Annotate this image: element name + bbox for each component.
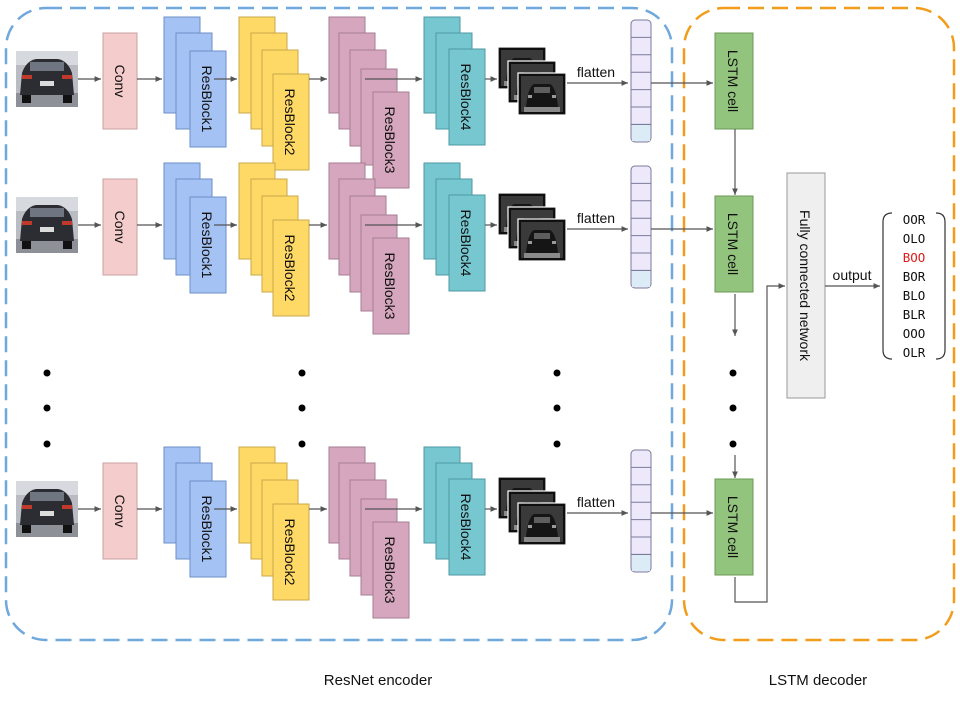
ellipsis-dots (43, 369, 737, 448)
resblock1-layer (189, 480, 227, 578)
resblock2-label: ResBlock2 (282, 235, 298, 302)
output-brace-right (935, 212, 946, 360)
lstm-cell-label: LSTM cell (725, 213, 741, 275)
output-item: OOO (903, 326, 926, 341)
conv-block (102, 32, 138, 130)
output-item: OOR (903, 212, 926, 227)
flatten-label: flatten (577, 210, 615, 226)
input-car-image (16, 197, 78, 253)
decoder-border (682, 6, 956, 642)
resblock4-label: ResBlock4 (458, 494, 474, 561)
resblock3-label: ResBlock3 (382, 537, 398, 604)
resblock4-layer (448, 48, 486, 146)
lstm-cell (714, 195, 754, 293)
encoder-caption: ResNet encoder (324, 672, 432, 689)
resblock2-layer (272, 73, 310, 171)
resblock4-layer (448, 478, 486, 576)
resblock1-label: ResBlock1 (199, 212, 215, 279)
output-item: BOR (903, 269, 926, 284)
resblock3-label: ResBlock3 (382, 107, 398, 174)
resblock2-layer (272, 219, 310, 317)
resblock3-layer (372, 91, 410, 189)
resblock2-layer (272, 503, 310, 601)
resblock2-label: ResBlock2 (282, 89, 298, 156)
conv-label: Conv (112, 495, 128, 528)
resblock1-layer (189, 50, 227, 148)
conv-block (102, 178, 138, 276)
output-item: BLR (903, 307, 926, 322)
output-item: OLR (903, 345, 926, 360)
flattened-vector (630, 449, 652, 573)
flattened-vector (630, 165, 652, 289)
output-item: BLO (903, 288, 926, 303)
feature-maps (497, 192, 567, 262)
resblock4-layer (448, 194, 486, 292)
resblock1-label: ResBlock1 (199, 496, 215, 563)
feature-maps (497, 46, 567, 116)
resblock1-layer (189, 196, 227, 294)
encoder-row: Conv ResBlock1 ResBlock2 ResBlock3 ResBlock4… (16, 446, 713, 619)
conv-block (102, 462, 138, 560)
fc-network (786, 172, 826, 399)
lstm-cell-label: LSTM cell (725, 50, 741, 112)
resblock4-label: ResBlock4 (458, 64, 474, 131)
lstm-cell-label: LSTM cell (725, 496, 741, 558)
output-item: BOO (903, 250, 926, 265)
conv-label: Conv (112, 65, 128, 98)
input-car-image (16, 51, 78, 107)
resblock3-layer (372, 521, 410, 619)
flattened-vector (630, 19, 652, 143)
lstm-cell (714, 32, 754, 130)
output-brace-left (882, 212, 893, 360)
decoder-caption: LSTM decoder (769, 672, 867, 689)
resblock1-label: ResBlock1 (199, 66, 215, 133)
encoder-border (4, 6, 674, 642)
fc-label: Fully connected network (797, 210, 813, 362)
output-label: output (833, 267, 872, 283)
lstm-cell (714, 478, 754, 576)
conv-label: Conv (112, 211, 128, 244)
resblock3-layer (372, 237, 410, 335)
input-car-image (16, 481, 78, 537)
resblock4-label: ResBlock4 (458, 210, 474, 277)
resblock3-label: ResBlock3 (382, 253, 398, 320)
output-item: OLO (903, 231, 926, 246)
flatten-label: flatten (577, 64, 615, 80)
flatten-label: flatten (577, 494, 615, 510)
encoder-row: Conv ResBlock1 ResBlock2 ResBlock3 ResBlock4… (16, 16, 713, 189)
encoder-row: Conv ResBlock1 ResBlock2 ResBlock3 ResBlock4… (16, 162, 713, 335)
resblock2-label: ResBlock2 (282, 519, 298, 586)
feature-maps (497, 476, 567, 546)
lstm-to-fc-path (734, 283, 785, 603)
